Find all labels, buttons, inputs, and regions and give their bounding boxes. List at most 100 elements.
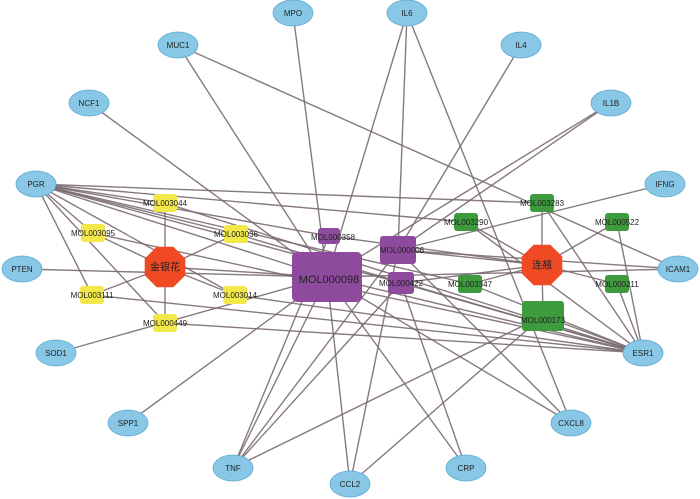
target-ellipse xyxy=(644,170,686,198)
node-label: CCL2 xyxy=(340,480,361,489)
node-label: MOL003044 xyxy=(143,199,188,208)
edge-mol000006-ifng xyxy=(397,183,666,251)
target-ellipse xyxy=(35,339,77,367)
node-esr1[interactable]: ESR1 xyxy=(622,339,664,367)
compound-rect xyxy=(223,286,247,304)
node-mol000449[interactable]: MOL000449 xyxy=(143,314,188,332)
node-sod1[interactable]: SOD1 xyxy=(35,339,77,367)
edge-mol000098-ccl2 xyxy=(326,276,351,485)
node-label: CXCL8 xyxy=(558,419,584,428)
node-icam1[interactable]: ICAM1 xyxy=(657,255,699,283)
edge-mol000006-il1b xyxy=(397,102,612,251)
node-ncf1[interactable]: NCF1 xyxy=(68,89,110,117)
node-label: TNF xyxy=(225,464,241,473)
node-pten[interactable]: PTEN xyxy=(1,255,43,283)
node-label: MOL000358 xyxy=(311,233,356,242)
edge-mol003347-pgr xyxy=(35,183,471,285)
node-mol000522[interactable]: MOL000522 xyxy=(595,213,640,231)
edge-mol003283-esr1 xyxy=(541,202,644,354)
node-label: MOL003036 xyxy=(214,230,259,239)
target-ellipse xyxy=(622,339,664,367)
edge-mol000098-pgr xyxy=(35,183,328,278)
node-mol000098[interactable]: MOL000098 xyxy=(292,252,362,302)
target-ellipse xyxy=(157,31,199,59)
node-il6[interactable]: IL6 xyxy=(386,0,428,27)
edge-muc1-icam1 xyxy=(177,44,679,270)
node-mol003283[interactable]: MOL003283 xyxy=(520,194,565,212)
node-mol003347[interactable]: MOL003347 xyxy=(448,275,493,293)
edge-mol000098-il1b xyxy=(326,102,612,278)
node-label: IFNG xyxy=(655,180,674,189)
edge-mol000098-cxcl8 xyxy=(326,276,572,424)
node-label: MOL000449 xyxy=(143,319,188,328)
node-label: MUC1 xyxy=(167,41,190,50)
compound-rect xyxy=(80,286,104,304)
node-label: ESR1 xyxy=(633,349,654,358)
edge-h2-mol000006 xyxy=(397,249,543,266)
edge-mol000358-pgr xyxy=(35,183,330,237)
node-label: PGR xyxy=(27,180,45,189)
edge-mol003111-esr1 xyxy=(91,294,644,354)
compound-rect xyxy=(530,194,554,212)
node-mol003036[interactable]: MOL003036 xyxy=(214,225,259,243)
node-label: PTEN xyxy=(11,265,33,274)
node-il4[interactable]: IL4 xyxy=(500,31,542,59)
node-mol003095[interactable]: MOL003095 xyxy=(71,224,116,242)
node-label: ICAM1 xyxy=(666,265,691,274)
node-label: 连翘 xyxy=(532,259,552,272)
edge-mol000006-tnf xyxy=(232,249,399,469)
compound-rect xyxy=(458,275,482,293)
target-ellipse xyxy=(657,255,699,283)
node-il1b[interactable]: IL1B xyxy=(590,89,632,117)
edge-mol000098-icam1 xyxy=(326,268,679,278)
node-cxcl8[interactable]: CXCL8 xyxy=(550,409,592,437)
node-ccl2[interactable]: CCL2 xyxy=(329,470,371,498)
target-ellipse xyxy=(590,89,632,117)
edge-mol000098-tnf xyxy=(232,276,328,469)
node-crp[interactable]: CRP xyxy=(445,454,487,482)
edge-mol003283-pgr xyxy=(35,183,543,204)
node-label: MOL000006 xyxy=(380,246,425,255)
node-mol000006[interactable]: MOL000006 xyxy=(380,236,425,264)
node-label: IL4 xyxy=(515,41,527,50)
compound-rect xyxy=(153,314,177,332)
node-mol000422[interactable]: MOL000422 xyxy=(379,272,424,294)
node-ifng[interactable]: IFNG xyxy=(644,170,686,198)
node-mol000358[interactable]: MOL000358 xyxy=(311,228,356,244)
node-spp1[interactable]: SPP1 xyxy=(107,409,149,437)
compound-rect xyxy=(388,272,414,294)
herb-octagon xyxy=(144,246,186,288)
node-label: NCF1 xyxy=(79,99,100,108)
node-muc1[interactable]: MUC1 xyxy=(157,31,199,59)
node-mol003014[interactable]: MOL003014 xyxy=(213,286,258,304)
target-ellipse xyxy=(445,454,487,482)
node-label: MOL003111 xyxy=(71,291,114,300)
edge-mol000173-tnf xyxy=(232,315,544,469)
node-label: IL6 xyxy=(401,9,413,18)
node-mpo[interactable]: MPO xyxy=(272,0,314,27)
edge-mol000098-muc1 xyxy=(177,44,328,278)
node-mol000173[interactable]: MOL000173 xyxy=(521,301,566,331)
node-mol003044[interactable]: MOL003044 xyxy=(143,194,188,212)
node-tnf[interactable]: TNF xyxy=(212,454,254,482)
node-mol003111[interactable]: MOL003111 xyxy=(71,286,114,304)
node-h2[interactable]: 连翘 xyxy=(521,244,563,286)
node-h1[interactable]: 金银花 xyxy=(144,246,186,288)
node-mol000211[interactable]: MOL000211 xyxy=(595,275,639,293)
edge-mol003095-esr1 xyxy=(92,232,644,354)
node-label: MOL000211 xyxy=(595,280,639,289)
compound-rect xyxy=(81,224,105,242)
node-pgr[interactable]: PGR xyxy=(15,170,57,198)
edge-mol003290-esr1 xyxy=(465,221,644,354)
edge-mol003044-pgr xyxy=(35,183,166,204)
node-mol003290[interactable]: MOL003290 xyxy=(444,213,489,231)
compound-rect xyxy=(153,194,177,212)
target-ellipse xyxy=(329,470,371,498)
edge-mol003111-pgr xyxy=(35,183,93,296)
compound-rect xyxy=(292,252,362,302)
node-label: MOL003014 xyxy=(213,291,258,300)
node-label: 金银花 xyxy=(150,261,180,274)
compound-rect xyxy=(380,236,416,264)
